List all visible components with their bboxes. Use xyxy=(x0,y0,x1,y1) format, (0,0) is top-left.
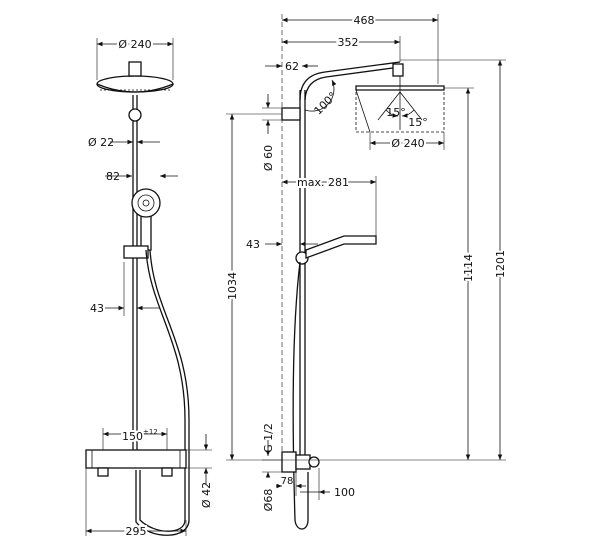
dim-side-rosette-diameter: Ø68 xyxy=(262,489,275,512)
side-shower-arm xyxy=(299,61,401,101)
side-wall-bracket xyxy=(281,107,301,121)
side-overhead-shower xyxy=(355,63,445,133)
side-thermostat-mixer xyxy=(281,451,320,473)
front-hand-shower xyxy=(131,188,161,251)
dim-side-bracket-diameter: Ø 60 xyxy=(262,145,275,171)
front-riser-pipe xyxy=(128,95,142,460)
dim-front-pipe-diameter: Ø 22 xyxy=(88,136,114,149)
side-hand-shower xyxy=(295,235,377,265)
dim-front-head-diameter: Ø 240 xyxy=(118,38,151,51)
dim-side-tilt-angle-2: 15° xyxy=(408,116,428,129)
front-slider xyxy=(123,245,149,259)
front-overhead-shower xyxy=(96,61,174,93)
front-view: Ø 240 Ø 22 82 43 150 ±12 Ø 42 295 xyxy=(85,36,213,540)
dim-side-connection-thread: G 1/2 xyxy=(262,423,275,453)
dim-side-handshower-reach: max. 281 xyxy=(297,176,349,189)
dim-side-head-height: 1114 xyxy=(462,254,475,282)
side-riser-pipe xyxy=(299,90,306,460)
dim-side-mixer-depth: 78 xyxy=(281,476,294,487)
dim-side-arm-reach: 352 xyxy=(338,36,359,49)
front-thermostat-mixer xyxy=(85,449,187,477)
dim-side-slider-offset: 43 xyxy=(246,238,260,251)
dim-front-mixer-spacing-tolerance: ±12 xyxy=(143,428,158,436)
dim-front-handshower-width: 82 xyxy=(106,170,120,183)
dim-side-head-diameter: Ø 240 xyxy=(391,137,424,150)
dim-front-total-width: 295 xyxy=(126,525,147,538)
dim-side-total-height: 1201 xyxy=(494,250,507,278)
front-hose xyxy=(139,249,186,532)
dim-side-spout-depth: 100 xyxy=(334,486,355,499)
side-view: 468 352 62 100° 15° 15° Ø 240 Ø 60 max. … xyxy=(224,12,509,530)
dim-front-mixer-height: Ø 42 xyxy=(200,482,213,508)
dim-front-slider-offset: 43 xyxy=(90,302,104,315)
dim-side-overall-depth: 468 xyxy=(354,14,375,27)
dim-front-mixer-spacing: 150 xyxy=(122,430,143,443)
dim-side-tilt-angle-1: 15° xyxy=(386,106,406,119)
dim-side-wall-offset: 62 xyxy=(285,60,299,73)
dim-side-arm-angle: 100° xyxy=(312,90,340,118)
dim-side-bracket-height: 1034 xyxy=(226,272,239,300)
